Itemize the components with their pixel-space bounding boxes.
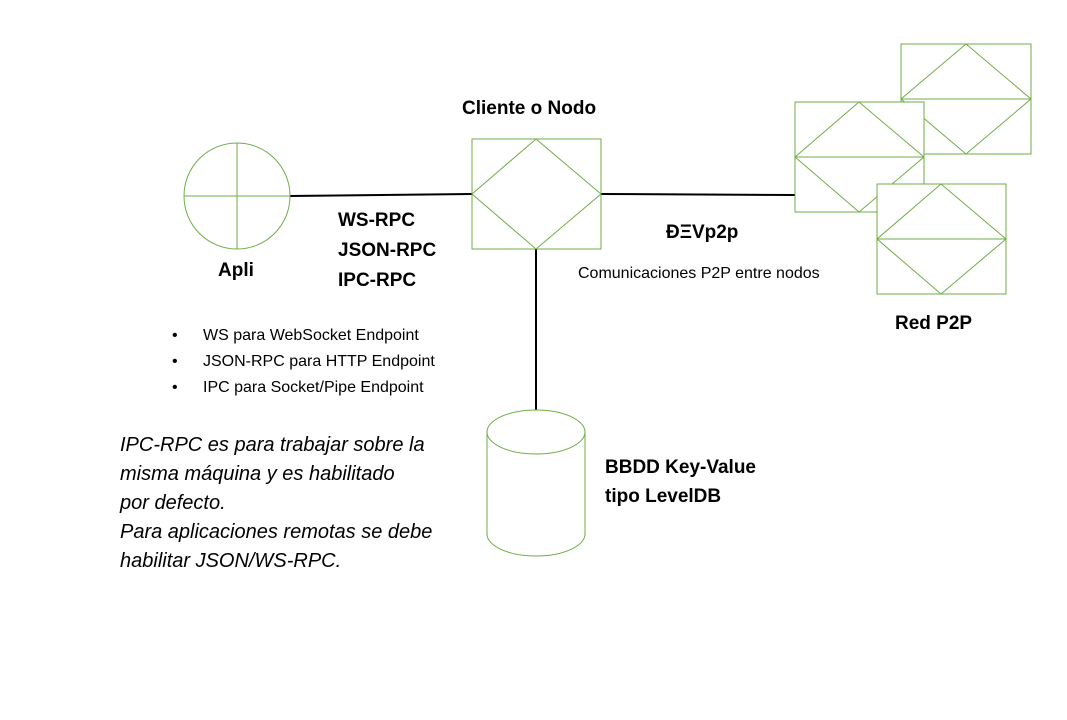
protocol-ws-rpc: WS-RPC [338, 210, 416, 231]
note-line: Para aplicaciones remotas se debe [120, 521, 433, 543]
note-line: misma máquina y es habilitado [120, 463, 395, 485]
endpoint-list: WS para WebSocket Endpoint JSON-RPC para… [172, 323, 435, 401]
peer-node-front-icon [876, 183, 1007, 295]
protocol-json-rpc: JSON-RPC [338, 240, 437, 261]
p2p-network-label: Red P2P [895, 313, 973, 334]
peer-node-back-icon [900, 43, 1032, 155]
peer-node-middle-icon [794, 101, 925, 213]
list-item: WS para WebSocket Endpoint [172, 323, 435, 349]
protocol-ipc-rpc: IPC-RPC [338, 270, 417, 291]
app-node-connector [289, 193, 473, 197]
db-label-line-1: BBDD Key-Value [605, 457, 756, 478]
app-circle-icon [183, 142, 291, 250]
devp2p-label: ÐΞVp2p [666, 222, 739, 243]
p2p-comms-label: Comunicaciones P2P entre nodos [578, 265, 820, 282]
db-label-line-2: tipo LevelDB [605, 486, 722, 507]
database-cylinder-icon [486, 409, 586, 557]
list-item: IPC para Socket/Pipe Endpoint [172, 375, 435, 401]
node-box-icon [471, 138, 602, 250]
rpc-note: IPC-RPC es para trabajar sobre la misma … [120, 431, 432, 576]
note-line: habilitar JSON/WS-RPC. [120, 550, 342, 572]
note-line: IPC-RPC es para trabajar sobre la [120, 434, 425, 456]
node-p2p-connector [600, 193, 796, 196]
list-item: JSON-RPC para HTTP Endpoint [172, 349, 435, 375]
app-label: Apli [218, 260, 254, 281]
note-line: por defecto. [120, 492, 226, 514]
node-label: Cliente o Nodo [462, 98, 597, 119]
